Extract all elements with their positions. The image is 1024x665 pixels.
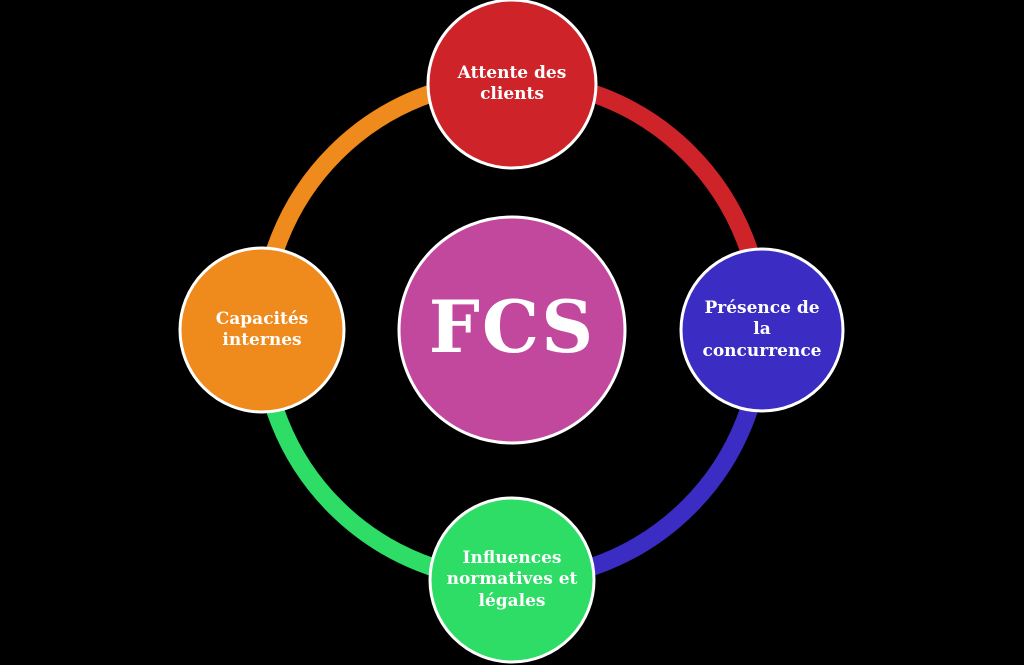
center-circle-fcs	[397, 215, 627, 445]
node-circle-clients	[426, 0, 598, 170]
node-circle-concurrence	[679, 247, 845, 413]
node-circle-capacites	[178, 246, 346, 414]
node-circle-influences	[428, 496, 596, 664]
